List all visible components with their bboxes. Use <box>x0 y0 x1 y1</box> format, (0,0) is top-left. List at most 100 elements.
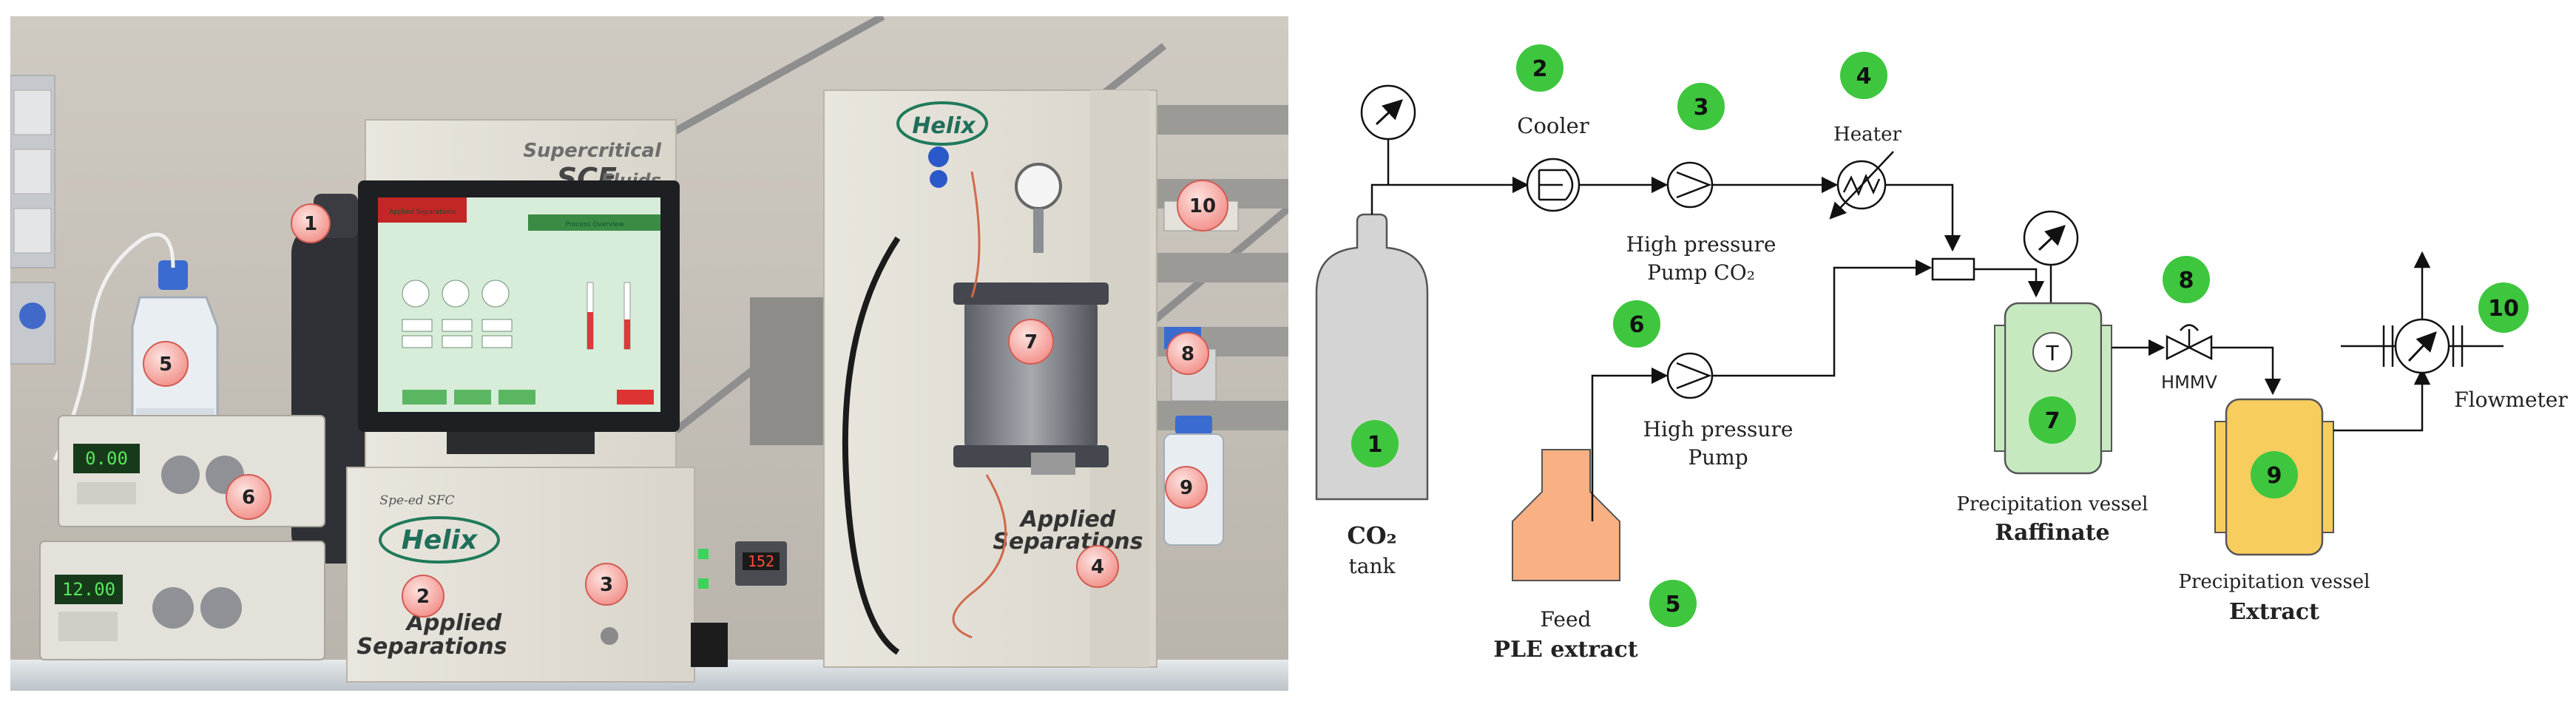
schematic-markers: 1 2 3 4 5 6 7 8 9 10 <box>1351 44 2529 627</box>
co2-pressure-gauge <box>1360 84 1416 185</box>
photo-marker-5: 5 <box>143 341 189 387</box>
schematic-marker-2: 2 <box>1516 44 1563 92</box>
svg-text:8: 8 <box>1181 343 1194 365</box>
svg-text:6: 6 <box>242 487 255 509</box>
wall-sockets <box>10 75 55 365</box>
svg-text:3: 3 <box>600 574 613 596</box>
svg-text:7: 7 <box>1024 331 1038 354</box>
photo-marker-2: 2 <box>402 575 444 618</box>
schematic-marker-4: 4 <box>1840 52 1887 99</box>
co2-label: CO₂ <box>1347 521 1396 549</box>
applied-text-upper: Applied <box>1019 507 1116 532</box>
photo-marker-4: 4 <box>1076 545 1119 588</box>
pump-display-1: 0.00 <box>85 448 128 469</box>
schematic-marker-10: 10 <box>2478 283 2529 333</box>
co2-pump-label-2: Pump CO₂ <box>1647 260 1755 285</box>
photo-markers: 1 2 3 4 5 6 7 8 9 10 <box>143 180 1228 618</box>
photo-marker-9: 9 <box>1165 466 1208 509</box>
svg-text:10: 10 <box>1189 195 1216 217</box>
line-tank-cooler <box>1370 176 1529 214</box>
ple-extract-label: PLE extract <box>1493 637 1637 663</box>
schematic-marker-1: 1 <box>1351 420 1399 467</box>
schematic-marker-8: 8 <box>2163 256 2210 303</box>
co2-pump-symbol <box>1666 161 1714 209</box>
lab-photo: 0.00 12.00 Supercritical SCF Fluids Appl… <box>10 16 1288 691</box>
extract-label: Extract <box>2229 599 2319 625</box>
extract-vessel-label: Precipitation vessel <box>2179 571 2370 593</box>
svg-text:9: 9 <box>2267 463 2282 489</box>
helix-logo-upper: Helix <box>912 113 976 139</box>
co2-tank <box>1315 213 1429 501</box>
feed-label: Feed <box>1541 607 1592 632</box>
temperature-sensor-label: T <box>2045 341 2059 365</box>
svg-text:8: 8 <box>2179 268 2194 294</box>
schematic-marker-9: 9 <box>2251 451 2298 498</box>
process-schematic: CO₂ tank Cooler High pressure Pump CO₂ H… <box>1315 44 2568 663</box>
scf-top-text: Supercritical <box>523 140 662 162</box>
photo-marker-8: 8 <box>1166 332 1209 375</box>
raffinate-vessel-label: Precipitation vessel <box>1957 493 2149 515</box>
helix-logo-lower: Helix <box>402 525 479 555</box>
svg-text:4: 4 <box>1091 556 1104 578</box>
svg-text:7: 7 <box>2045 408 2061 434</box>
photo-marker-10: 10 <box>1177 180 1228 231</box>
svg-text:6: 6 <box>1629 312 1645 338</box>
helix-small-text: Spe-ed SFC <box>379 493 454 508</box>
svg-text:3: 3 <box>1694 95 1709 121</box>
screen-title: Process Overview <box>565 221 623 229</box>
mixing-tee <box>1931 257 1975 281</box>
photo-marker-1: 1 <box>291 203 331 243</box>
schematic-marker-3: 3 <box>1677 83 1725 130</box>
hmmv-valve <box>2166 324 2213 361</box>
photo-marker-6: 6 <box>226 474 271 520</box>
svg-text:9: 9 <box>1180 477 1193 499</box>
schematic-marker-7: 7 <box>2029 396 2076 444</box>
feed-vessel <box>1512 449 1620 581</box>
svg-text:4: 4 <box>1856 64 1872 89</box>
tubing <box>53 232 175 461</box>
heater-symbol <box>1829 151 1894 220</box>
svg-text:5: 5 <box>1666 592 1681 618</box>
hplc-pump-lower: 12.00 <box>39 541 325 660</box>
screen-gauges <box>402 280 513 348</box>
co2-pump-label-1: High pressure <box>1626 232 1777 257</box>
svg-text:10: 10 <box>2488 296 2519 322</box>
co2-tank-label: tank <box>1349 554 1396 578</box>
svg-text:5: 5 <box>159 354 172 376</box>
separations-text-upper: Separations <box>993 529 1143 555</box>
hmmv-label: HMMV <box>2161 372 2217 393</box>
feed-pump-symbol <box>1666 352 1714 399</box>
raffinate-label: Raffinate <box>1995 520 2109 546</box>
flowmeter-symbol <box>2341 251 2504 374</box>
raffinate-pressure-gauge <box>2023 210 2079 303</box>
raffinate-vessel <box>1994 302 2112 475</box>
line-feed-pump <box>1591 367 1669 521</box>
svg-text:2: 2 <box>416 586 430 608</box>
line-heater-mixer <box>1885 183 1961 252</box>
screen-brand: Applied Separations <box>389 209 456 216</box>
schematic-marker-5: 5 <box>1649 580 1697 627</box>
feed-pump-label-2: Pump <box>1688 445 1748 470</box>
line-feedpump-mixer <box>1712 259 1933 377</box>
svg-text:1: 1 <box>1368 432 1383 458</box>
temp-display: 152 <box>748 552 774 570</box>
cooler-symbol <box>1526 158 1581 212</box>
heater-label: Heater <box>1833 124 1901 146</box>
flowmeter-label: Flowmeter <box>2454 388 2568 412</box>
photo-marker-3: 3 <box>585 563 628 606</box>
schematic-marker-6: 6 <box>1613 300 1660 348</box>
line-valve-vessel9 <box>2211 346 2282 396</box>
line-mixer-vessel7 <box>1974 268 2045 298</box>
touchscreen-monitor: Applied Separations Process Overview <box>358 180 680 454</box>
photo-marker-7: 7 <box>1008 319 1054 365</box>
hplc-pump-upper: 0.00 <box>58 415 325 527</box>
feed-pump-label-1: High pressure <box>1643 417 1794 442</box>
separations-text-lower: Separations <box>356 634 507 660</box>
pump-display-2: 12.00 <box>62 579 115 600</box>
line-vessel9-flowmeter <box>2333 368 2431 432</box>
cooler-label: Cooler <box>1517 113 1589 138</box>
temperature-controller: 152 <box>735 541 787 586</box>
svg-text:1: 1 <box>304 213 317 235</box>
helix-cabinet: Spe-ed SFC Helix Applied Separations <box>346 467 728 683</box>
svg-text:2: 2 <box>1532 56 1548 82</box>
